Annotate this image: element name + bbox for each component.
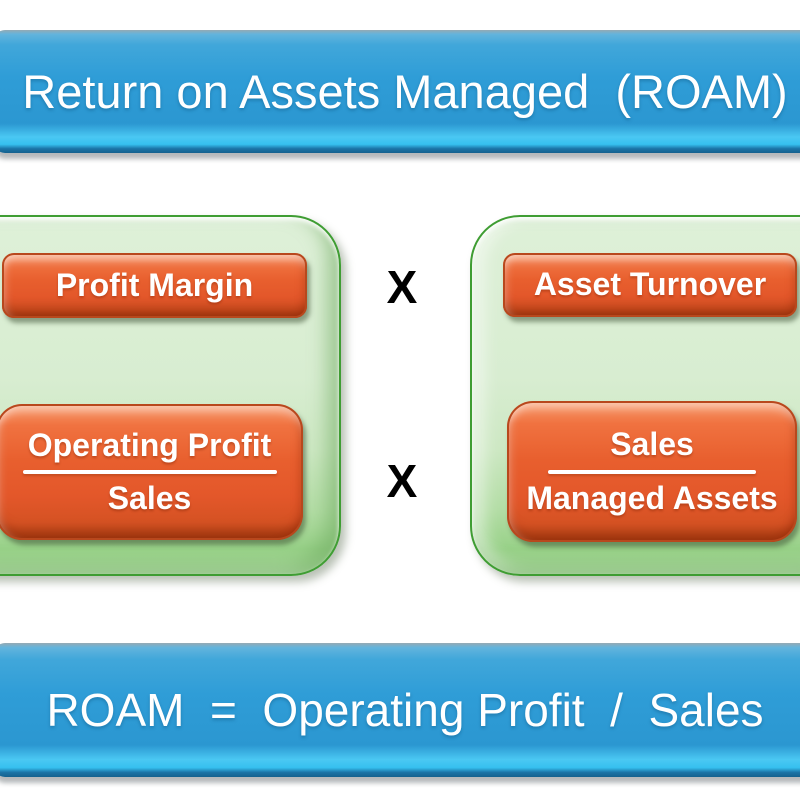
profit-margin-button: Profit Margin <box>2 253 307 318</box>
left-fraction-numerator: Operating Profit <box>27 426 272 463</box>
asset-turnover-label: Asset Turnover <box>533 266 767 303</box>
multiply-operator-top: X <box>386 261 418 313</box>
fraction-bar <box>548 469 756 474</box>
title-text: Return on Assets Managed (ROAM) <box>22 65 788 118</box>
formula-banner: ROAM = Operating Profit / Sales <box>0 643 800 777</box>
asset-turnover-button: Asset Turnover <box>503 253 797 317</box>
sales-managed-assets-button: Sales Managed Assets <box>507 401 797 542</box>
formula-text: ROAM = Operating Profit / Sales <box>46 684 764 736</box>
operating-profit-sales-button: Operating Profit Sales <box>0 404 303 540</box>
multiply-operator-bottom: X <box>386 455 418 507</box>
title-banner: Return on Assets Managed (ROAM) <box>0 30 800 153</box>
profit-margin-label: Profit Margin <box>55 266 254 303</box>
right-fraction-numerator: Sales <box>610 426 694 463</box>
fraction-bar <box>22 470 277 474</box>
right-fraction-denominator: Managed Assets <box>526 479 778 516</box>
left-fraction-denominator: Sales <box>107 480 192 516</box>
